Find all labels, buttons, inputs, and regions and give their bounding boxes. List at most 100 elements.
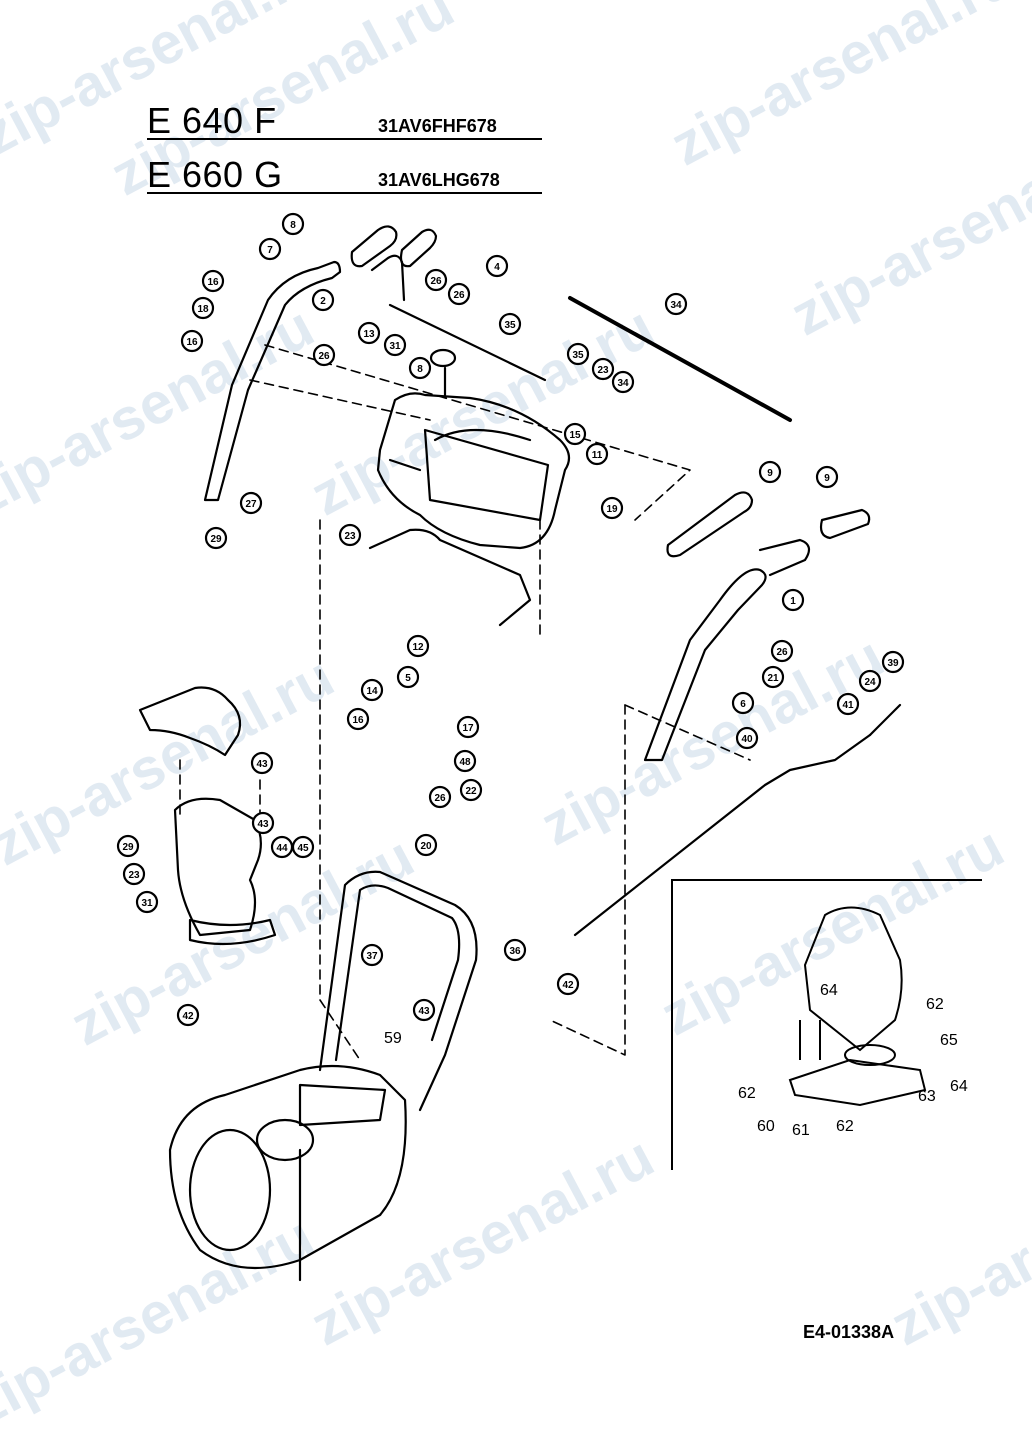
inset-chute (803, 906, 903, 1052)
part-callout: 21 (761, 665, 785, 689)
part-callout-number: 41 (842, 700, 854, 711)
part-callout-number: 29 (210, 534, 222, 545)
inset-callout: 62 (926, 996, 944, 1013)
part-callout-number: 6 (740, 699, 746, 710)
part-callout-number: 26 (318, 351, 330, 362)
inset-callout: 62 (836, 1118, 854, 1135)
part-callout-number: 2 (320, 296, 326, 307)
part-callout-number: 26 (776, 647, 788, 658)
part-callout-number: 26 (434, 793, 446, 804)
part-callout: 37 (360, 943, 384, 967)
part-callout: 17 (456, 715, 480, 739)
part-callout: 35 (566, 342, 590, 366)
part-callout: 23 (591, 357, 615, 381)
part-callout: 18 (191, 296, 215, 320)
part-callout-number: 35 (572, 350, 584, 361)
part-callout-number: 12 (412, 642, 424, 653)
part-callout: 4 (485, 254, 509, 278)
part-callout-number: 21 (767, 673, 779, 684)
inset-callout: 61 (792, 1122, 810, 1139)
part-callout-number: 31 (141, 898, 153, 909)
part-callout-number: 29 (122, 842, 134, 853)
part-callout: 29 (204, 526, 228, 550)
part-callout-number: 15 (569, 430, 581, 441)
right-handle-lower (643, 568, 767, 762)
part-callout: 9 (815, 465, 839, 489)
header-rule (147, 138, 542, 140)
part-callout: 45 (291, 835, 315, 859)
main-handle-frame (318, 870, 478, 1112)
part-callout: 1 (781, 588, 805, 612)
part-callout-number: 9 (824, 473, 830, 484)
part-callout: 35 (498, 312, 522, 336)
part-callout: 16 (346, 707, 370, 731)
grip (399, 228, 438, 268)
part-callout: 27 (239, 491, 263, 515)
part-callout-number: 9 (767, 468, 773, 479)
part-callout-number: 20 (420, 841, 432, 852)
grip (666, 491, 754, 558)
part-callout: 43 (250, 751, 274, 775)
part-callout: 23 (338, 523, 362, 547)
part-callout: 26 (447, 282, 471, 306)
part-callout-number: 31 (389, 341, 401, 352)
auger-housing (168, 1064, 407, 1270)
part-callout-number: 22 (465, 786, 477, 797)
part-callout: 31 (383, 333, 407, 357)
part-callout: 48 (453, 749, 477, 773)
part-callout: 11 (585, 442, 609, 466)
part-59-label: 59 (384, 1030, 402, 1047)
model-name: E 640 F (147, 100, 277, 141)
part-callout-number: 35 (504, 320, 516, 331)
part-callout: 8 (408, 356, 432, 380)
header-rule (147, 192, 542, 194)
part-callout: 16 (180, 329, 204, 353)
dash-panel (376, 392, 571, 550)
part-callout-number: 26 (430, 276, 442, 287)
part-callout: 36 (503, 938, 527, 962)
part-callout: 7 (258, 237, 282, 261)
part-callout: 42 (176, 1003, 200, 1027)
part-callout-number: 34 (670, 300, 682, 311)
part-callout-number: 26 (453, 290, 465, 301)
inset-callout: 65 (940, 1032, 958, 1049)
drawing-reference: E4-01338A (803, 1322, 895, 1342)
part-callout: 34 (664, 292, 688, 316)
part-callout-number: 18 (197, 304, 209, 315)
part-callout: 39 (881, 650, 905, 674)
part-callout-number: 23 (344, 531, 356, 542)
part-callout-number: 45 (297, 843, 309, 854)
part-callout: 44 (270, 835, 294, 859)
part-callout-number: 19 (606, 504, 618, 515)
part-callout-number: 43 (257, 819, 269, 830)
right-upper-handle (370, 254, 406, 302)
part-callout-number: 39 (887, 658, 899, 669)
model-code: 31AV6LHG678 (378, 170, 500, 190)
part-callout-number: 34 (617, 378, 629, 389)
part-callout: 19 (600, 496, 624, 520)
part-callout: 5 (396, 665, 420, 689)
part-callout: 9 (758, 460, 782, 484)
part-callout-number: 37 (366, 951, 378, 962)
part-callout-number: 42 (562, 980, 574, 991)
part-callout-number: 23 (597, 365, 609, 376)
part-callout-number: 40 (741, 734, 753, 745)
part-callout-number: 48 (459, 757, 471, 768)
part-callout: 26 (770, 639, 794, 663)
chute-body (173, 797, 262, 937)
part-callout: 40 (735, 726, 759, 750)
part-callout-number: 1 (790, 596, 796, 607)
part-callout: 14 (360, 678, 384, 702)
left-upper-handle (203, 260, 342, 502)
part-callout: 23 (122, 862, 146, 886)
part-callout: 12 (406, 634, 430, 658)
part-callout: 13 (357, 321, 381, 345)
part-callout-number: 42 (182, 1011, 194, 1022)
part-callout-number: 27 (245, 499, 257, 510)
part-callout-number: 23 (128, 870, 140, 881)
part-callout-number: 13 (363, 329, 375, 340)
part-callout: 42 (556, 972, 580, 996)
chute-crank (368, 528, 532, 627)
